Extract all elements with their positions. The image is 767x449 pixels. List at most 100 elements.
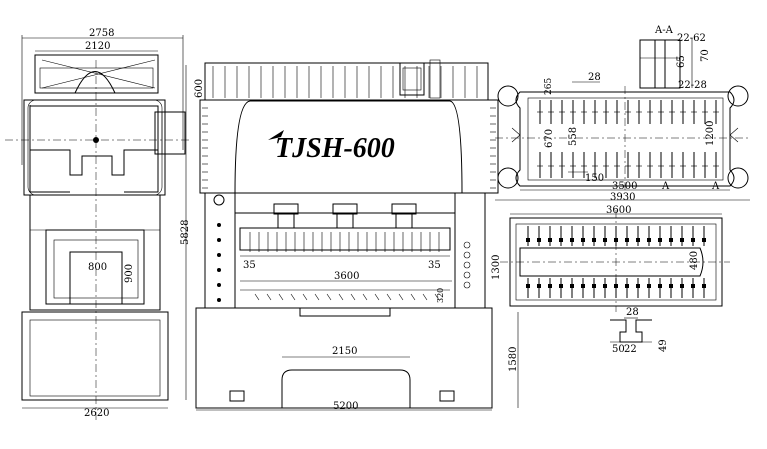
- t-slot-detail: 28 50 22 49: [610, 307, 669, 355]
- side-view: 2758 2120 800 900 2620: [5, 28, 190, 420]
- dim-right-clear: 35: [428, 260, 441, 271]
- cylinder-body: [336, 213, 354, 229]
- bolster-mark: [362, 293, 368, 301]
- bolster-mark: [338, 293, 344, 301]
- indicator-ring: [463, 261, 471, 269]
- dim-length: 3500: [612, 181, 637, 192]
- bolster-mark: [326, 293, 332, 301]
- bolster-slot-mark: [570, 284, 574, 288]
- bolster-slot-mark: [669, 238, 673, 242]
- front-view: 600 5828 TJSH-600 35 35 3600 320: [180, 59, 519, 412]
- dim-base-inner: 2150: [332, 346, 357, 357]
- bolster-slot-mark: [592, 238, 596, 242]
- bolster-slot-mark: [691, 284, 695, 288]
- bolster-slot-mark: [625, 238, 629, 242]
- dim-d4: 22-28: [678, 80, 707, 91]
- crown-fins: [212, 66, 478, 98]
- dim-bolster-slot: 480: [689, 251, 700, 270]
- slide-teeth: [249, 232, 440, 252]
- slide-slots-top: [537, 100, 719, 124]
- dim-d2: 70: [700, 49, 711, 62]
- indicator-ring: [463, 271, 471, 279]
- brand-mark-icon: [268, 130, 284, 140]
- bolster-slot-mark: [526, 238, 530, 242]
- dim-base-depth: 2620: [84, 408, 109, 419]
- bolster-slot-mark: [559, 284, 563, 288]
- dim-left-clear: 35: [243, 260, 256, 271]
- crown-left-ticks: [202, 107, 496, 189]
- dim-bolster-length: 3600: [334, 271, 359, 282]
- bolster-slots-top: [526, 226, 706, 246]
- dim-upper-depth: 2120: [85, 41, 110, 52]
- bolster-slot-mark: [680, 284, 684, 288]
- dim-edge: 265: [544, 78, 554, 95]
- dim-overall-depth: 2758: [89, 28, 114, 39]
- dim-bolster-width: 800: [88, 262, 107, 273]
- bolster-mark: [350, 293, 356, 301]
- bolster-slot-mark: [603, 284, 607, 288]
- indicator-dot: [217, 223, 221, 227]
- dim-tslot-height: 49: [658, 339, 669, 352]
- indicator-dot: [217, 238, 221, 242]
- right-indicator-dots: [463, 241, 471, 289]
- dim-top-offset: 600: [194, 79, 205, 98]
- indicator-dot: [217, 253, 221, 257]
- dim-depth: 1200: [705, 121, 716, 146]
- bolster-slot-mark: [548, 284, 552, 288]
- bolster-mark: [290, 293, 296, 301]
- corner-hole-bl: [497, 167, 519, 189]
- section-mark-left: A: [661, 181, 670, 192]
- bolster-mark: [398, 293, 404, 301]
- dim-d1: 22-62: [677, 33, 706, 44]
- dim-tslot-width: 50: [612, 344, 625, 355]
- dim-slot-pitch: 28: [588, 72, 601, 83]
- indicator-ring: [463, 251, 471, 259]
- dim-spacing: 150: [585, 173, 604, 184]
- bolster-slot-mark: [647, 238, 651, 242]
- dim-tslot-top: 28: [626, 307, 639, 318]
- bolster-slot-mark: [658, 238, 662, 242]
- corner-hole-tr: [727, 85, 749, 107]
- brand-logo: TJSH-600: [275, 133, 395, 164]
- dim-inner-w2: 558: [568, 127, 579, 146]
- bolster-slots-bottom: [526, 278, 706, 298]
- bolster-slot-mark: [669, 284, 673, 288]
- bolster-slot-mark: [592, 284, 596, 288]
- bolster-slot-mark: [570, 238, 574, 242]
- dim-bolster-plan-depth: 1300: [491, 255, 502, 280]
- bolster-slot-mark: [603, 238, 607, 242]
- bolster-slot-mark: [548, 238, 552, 242]
- bolster-slot-mark: [647, 284, 651, 288]
- bolster-slot-mark: [526, 284, 530, 288]
- dim-bolster-height: 900: [124, 264, 135, 283]
- bolster-mark: [278, 293, 284, 301]
- bolster-mark: [386, 293, 392, 301]
- bolster-mark: [254, 293, 260, 301]
- bolster-slot-mark: [680, 238, 684, 242]
- bolster-marks: [254, 293, 440, 301]
- indicator-dot: [217, 268, 221, 272]
- bolster-mark: [434, 293, 440, 301]
- bolster-mark: [314, 293, 320, 301]
- slide-cylinders: [273, 203, 417, 229]
- dim-inner-w: 670: [544, 129, 555, 148]
- dim-bolster-plan-length: 3600: [606, 205, 631, 216]
- dim-base-height: 1580: [508, 347, 519, 372]
- bolster-slot-mark: [702, 284, 706, 288]
- bolster-slot-mark: [581, 284, 585, 288]
- bolster-mark: [422, 293, 428, 301]
- dim-tslot-depth: 22: [624, 344, 637, 355]
- left-gauge: [213, 194, 225, 206]
- dim-overall-length: 3930: [610, 192, 635, 203]
- bolster-mark: [410, 293, 416, 301]
- bolster-slot-mark: [581, 238, 585, 242]
- bolster-slot-mark: [702, 238, 706, 242]
- bolster-slot-mark: [658, 284, 662, 288]
- bolster-slot-mark: [636, 284, 640, 288]
- bolster-mark: [374, 293, 380, 301]
- dim-stroke: 320: [436, 288, 445, 303]
- bolster-plan: 3600 1300 480: [491, 205, 730, 312]
- bolster-slot-mark: [537, 284, 541, 288]
- dim-d3: 65: [676, 55, 687, 68]
- section-label: A-A: [654, 25, 674, 36]
